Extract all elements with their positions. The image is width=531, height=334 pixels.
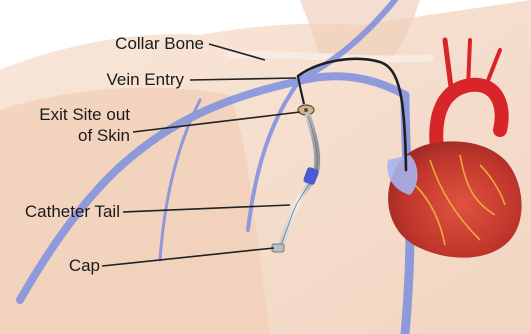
label-vein-entry: Vein Entry xyxy=(54,70,184,90)
label-exit-site-line2: of Skin xyxy=(4,126,130,146)
label-collar-bone: Collar Bone xyxy=(74,34,204,54)
label-exit-site-line1: Exit Site out xyxy=(4,105,130,125)
exit-site-center xyxy=(304,108,308,112)
label-catheter-tail: Catheter Tail xyxy=(0,202,120,222)
label-cap: Cap xyxy=(40,256,100,276)
